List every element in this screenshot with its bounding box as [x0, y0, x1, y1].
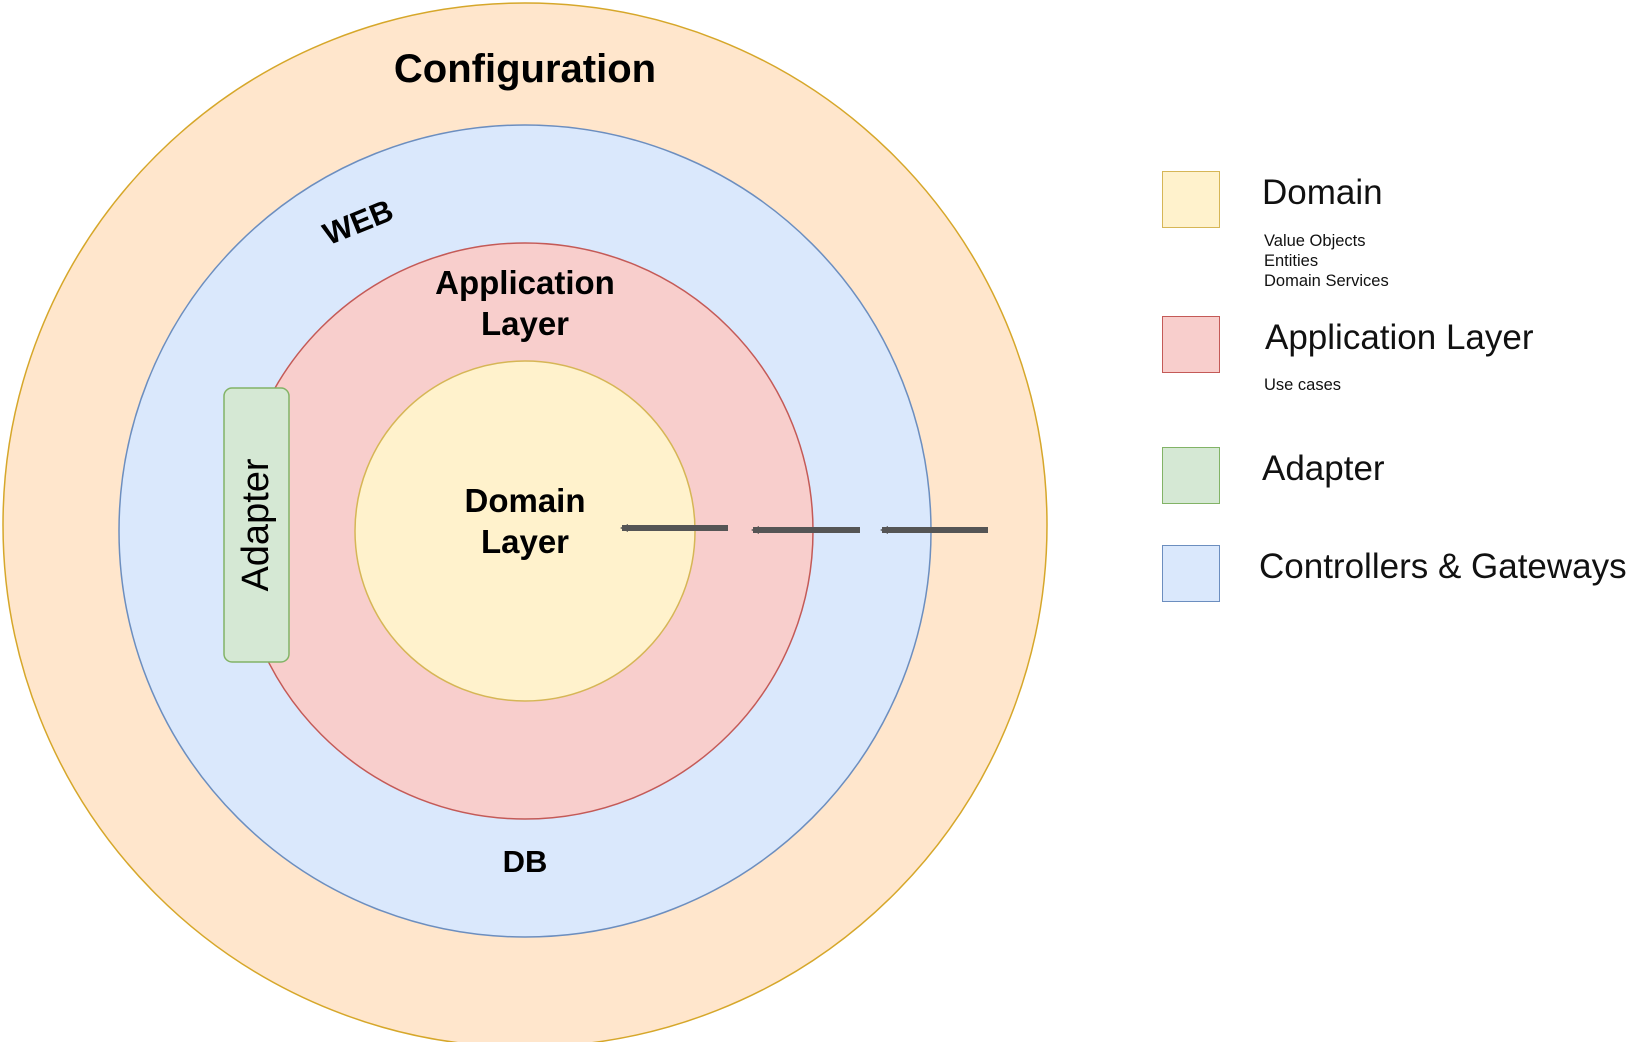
legend-application-items: Use cases [1264, 375, 1341, 395]
legend-application-swatch [1162, 316, 1220, 373]
domain-layer-label-line1: Domain [464, 482, 585, 519]
legend-controllers: Controllers & Gateways [1162, 545, 1632, 605]
db-label: DB [503, 844, 548, 879]
adapter-label: Adapter [235, 458, 277, 591]
legend-domain-item: Value Objects [1264, 232, 1366, 250]
legend-domain-item: Entities [1264, 252, 1319, 270]
concentric-layers-diagram: Adapter Configuration WEB DB Application… [2, 2, 1048, 1042]
legend-application: Application Layer Use cases [1162, 316, 1632, 406]
legend-adapter-swatch [1162, 447, 1220, 504]
legend-controllers-swatch [1162, 545, 1220, 602]
legend-adapter: Adapter [1162, 447, 1632, 507]
adapter-box [223, 387, 290, 663]
legend-domain: Domain Value Objects Entities Domain Ser… [1162, 171, 1632, 301]
legend-adapter-title: Adapter [1262, 449, 1385, 488]
legend-domain-swatch [1162, 171, 1220, 228]
legend-application-title: Application Layer [1265, 318, 1534, 357]
legend-domain-title: Domain [1262, 173, 1383, 212]
configuration-label: Configuration [394, 47, 656, 91]
domain-layer-label-line2: Layer [481, 523, 569, 560]
application-layer-label-line1: Application [435, 264, 615, 301]
legend-application-item: Use cases [1264, 376, 1342, 394]
application-layer-label-line2: Layer [481, 305, 569, 342]
legend-domain-item: Domain Services [1264, 272, 1389, 290]
legend-controllers-title: Controllers & Gateways [1259, 547, 1627, 586]
legend-domain-items: Value Objects Entities Domain Services [1264, 231, 1389, 291]
